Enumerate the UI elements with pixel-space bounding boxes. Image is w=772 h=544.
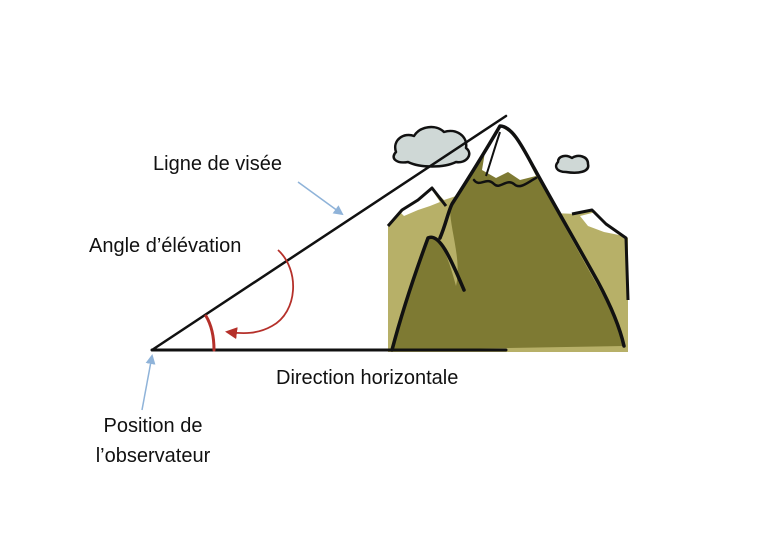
line-of-sight-label: Ligne de visée: [153, 153, 282, 175]
line-of-sight-pointer-arrow: [297, 181, 344, 216]
mountain-icon: [386, 124, 630, 352]
angle-arc: [204, 314, 216, 352]
cloud-icon: [392, 125, 590, 174]
observer-label-line2: l’observateur: [95, 445, 211, 467]
observer-pointer-arrow: [141, 354, 156, 411]
angle-pointer-arrow: [225, 249, 295, 340]
observer-label-line1: Position de: [103, 415, 203, 437]
line-of-sight: [150, 114, 508, 352]
elevation-angle-label: Angle d’élévation: [89, 235, 242, 257]
horizontal-direction-label: Direction horizontale: [276, 367, 459, 389]
observer-position-label: Position de l’observateur: [78, 414, 228, 468]
